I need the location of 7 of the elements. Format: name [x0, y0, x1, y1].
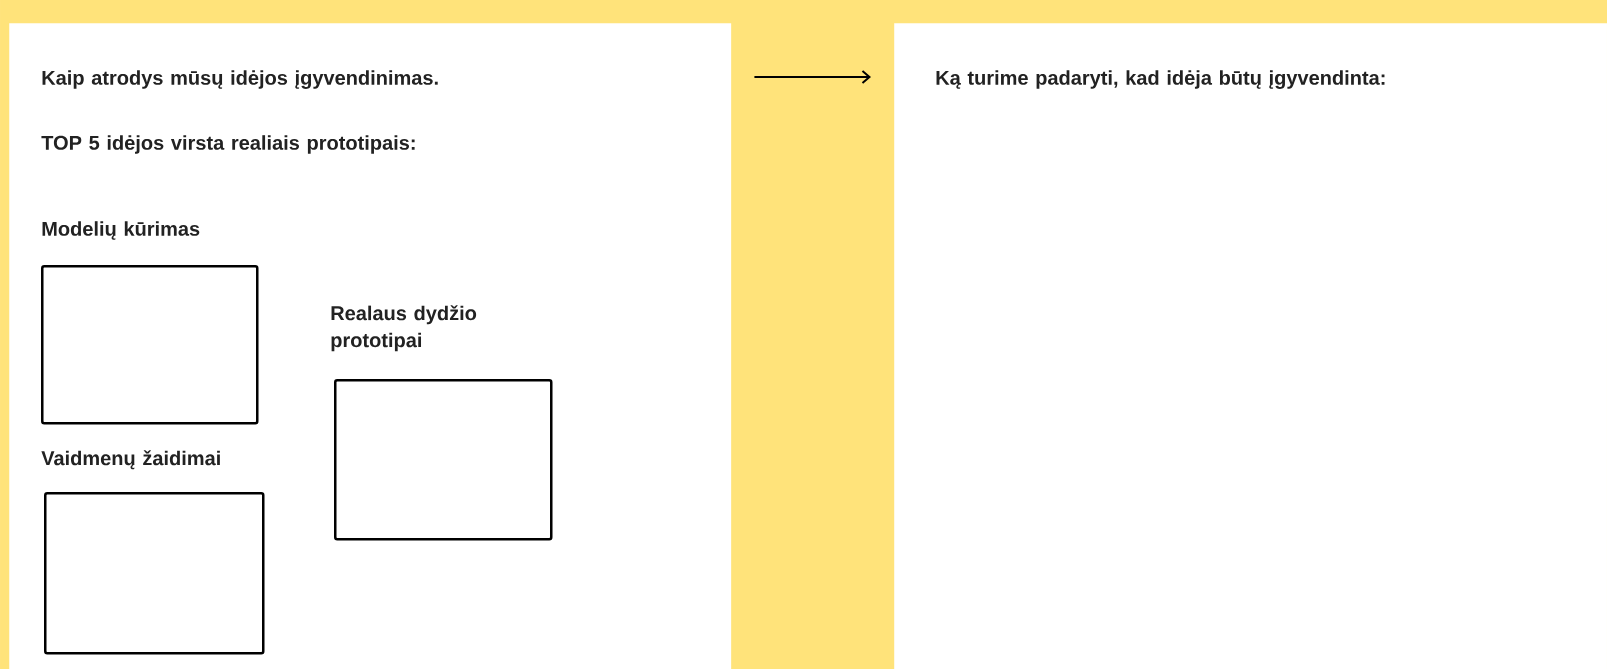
- arrow: [753, 70, 871, 84]
- box-heading: Realaus dydžio prototipai: [331, 305, 477, 352]
- box-heading: Modelių kūrimas: [42, 221, 200, 240]
- heading-text: Ką turime padaryti, kad idėja būtų įgyvendinta:: [936, 70, 1385, 89]
- heading-text: Kaip atrodys mūsų idėjos įgyvendinimas.: [42, 70, 438, 89]
- box-heading: Vaidmenų žaidimai: [41, 450, 220, 470]
- heading-text: TOP 5 idėjos virsta realiais prototipais:: [41, 135, 415, 154]
